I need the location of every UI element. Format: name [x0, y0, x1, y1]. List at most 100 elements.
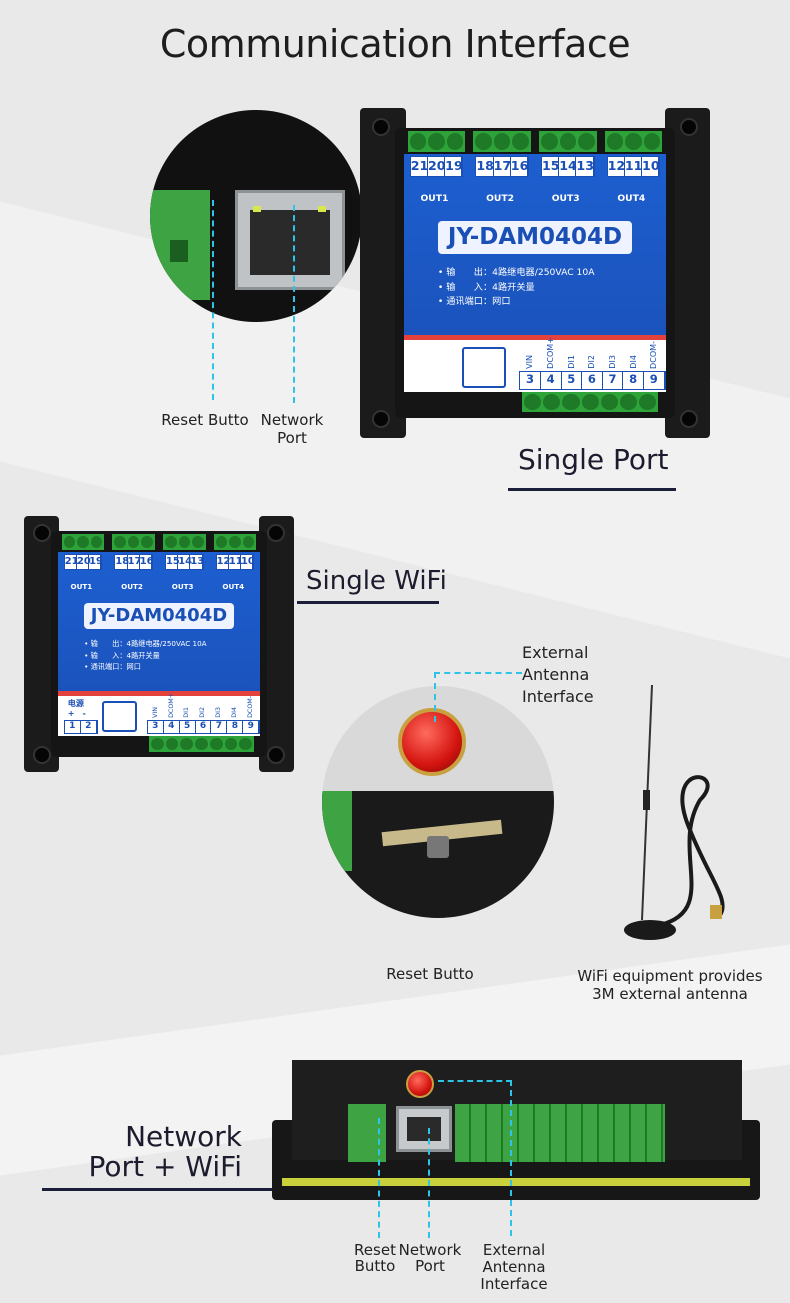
input-pin-label: VIN [525, 354, 535, 369]
page-title: Communication Interface [159, 22, 631, 66]
input-pin-label: DCOM+ [167, 693, 175, 719]
reset-button-label: Reset Butto [161, 411, 249, 429]
spec-line: • 输 出：4路继电器/250VAC 10A [437, 266, 595, 278]
network-pointer-line [293, 205, 295, 403]
power-terminal-number: 2 [81, 720, 97, 734]
reset-pointer-line [212, 200, 214, 400]
output-label: OUT1 [70, 582, 93, 592]
relay-terminal-number: 19 [89, 554, 103, 570]
network-pointer-line [428, 1128, 430, 1238]
input-pin-label: DI3 [215, 707, 223, 719]
single-wifi-heading: Single WiFi [306, 566, 447, 596]
reset-button-label: Reset Butto [354, 1241, 396, 1275]
input-pin-label: DI2 [587, 355, 597, 369]
spec-line: • 通讯端口：网口 [84, 662, 141, 672]
power-label: 电源 [67, 697, 84, 708]
spec-line: • 输 入：4路开关量 [84, 650, 160, 660]
input-terminal-number: 4 [164, 720, 180, 734]
input-terminal-number: 9 [243, 720, 260, 734]
input-terminal-number: 6 [582, 372, 603, 389]
power-minus: - [82, 707, 86, 718]
input-pin-label: DCOM+ [546, 336, 556, 369]
external-antenna-label: External Antenna Interface [480, 1241, 548, 1293]
relay-terminal-number: 11 [229, 554, 243, 570]
output-label: OUT3 [171, 582, 194, 592]
relay-terminal-number: 10 [241, 554, 255, 570]
heading-underline [508, 488, 676, 491]
spec-line: • 输 出：4路继电器/250VAC 10A [84, 639, 207, 649]
model-name: JY-DAM0404D [437, 220, 633, 254]
input-pin-label: DCOM- [247, 696, 255, 719]
external-antenna-image [624, 684, 725, 940]
input-terminal-number: 3 [148, 720, 164, 734]
reset-pointer-line [378, 1118, 380, 1238]
input-terminal-number: 7 [211, 720, 228, 734]
relay-terminal-number: 11 [625, 157, 642, 176]
relay-terminal-number: 12 [608, 157, 625, 176]
input-terminal-number: 5 [180, 720, 196, 734]
heading-underline [42, 1188, 274, 1191]
external-antenna-label: External Antenna Interface [522, 643, 594, 706]
input-terminal-number: 7 [603, 372, 624, 389]
power-terminal-number: 1 [65, 720, 81, 734]
input-terminal-number: 8 [623, 372, 644, 389]
input-terminal-number: 9 [644, 372, 665, 389]
network-port-label: Network Port [398, 1241, 462, 1275]
relay-terminal-number: 16 [140, 554, 154, 570]
output-label: OUT2 [486, 193, 515, 205]
magnified-wifi-module [322, 686, 554, 918]
antenna-pointer-line [438, 1080, 512, 1236]
input-pin-label: DCOM- [649, 340, 659, 369]
network-port-label: Network Port [260, 411, 324, 447]
antenna-connector-icon [398, 708, 466, 776]
ethernet-port-icon [461, 347, 507, 388]
input-terminal-number: 3 [520, 372, 541, 389]
input-terminal-number: 6 [196, 720, 212, 734]
relay-terminal-number: 15 [542, 157, 560, 176]
single-port-heading: Single Port [518, 443, 669, 476]
model-name: JY-DAM0404D [84, 603, 234, 630]
device-side-view [272, 1060, 760, 1200]
magnified-network-port [150, 110, 362, 322]
relay-terminal-number: 14 [178, 554, 192, 570]
input-pin-label: DI3 [607, 355, 617, 369]
input-pin-label: DI1 [183, 707, 191, 719]
ethernet-port-icon [102, 700, 137, 733]
output-label: OUT3 [551, 193, 580, 205]
network-wifi-heading: Network Port + WiFi [88, 1120, 242, 1183]
input-pin-label: DI1 [566, 355, 576, 369]
input-terminal-number: 4 [541, 372, 562, 389]
relay-terminal-number: 13 [576, 157, 594, 176]
spec-line: • 通讯端口：网口 [437, 296, 511, 308]
relay-terminal-number: 17 [494, 157, 511, 176]
relay-terminal-number: 13 [190, 554, 204, 570]
input-pin-label: DI2 [199, 707, 207, 719]
relay-terminal-number: 16 [511, 157, 528, 176]
input-pin-label: DI4 [628, 355, 638, 369]
spec-line: • 输 入：4路开关量 [437, 281, 535, 293]
relay-terminal-number: 10 [642, 157, 660, 176]
antenna-connector-icon [406, 1070, 434, 1098]
input-pin-label: VIN [151, 707, 159, 719]
antenna-pointer-line [434, 672, 522, 722]
input-pin-label: DI4 [231, 707, 239, 719]
relay-terminal-number: 20 [77, 554, 91, 570]
relay-terminal-number: 18 [115, 554, 129, 570]
output-label: OUT4 [617, 193, 646, 205]
input-terminal-number: 5 [562, 372, 583, 389]
relay-terminal-number: 19 [445, 157, 463, 176]
input-terminal-number: 8 [227, 720, 244, 734]
relay-terminal-number: 20 [428, 157, 446, 176]
relay-terminal-number: 21 [411, 157, 428, 176]
heading-underline [297, 601, 439, 604]
power-plus: + [67, 707, 75, 718]
output-label: OUT2 [121, 582, 143, 592]
antenna-note: WiFi equipment provides 3M external ante… [577, 967, 763, 1003]
relay-terminal-number: 14 [559, 157, 577, 176]
relay-terminal-number: 21 [65, 554, 79, 570]
relay-terminal-number: 15 [166, 554, 180, 570]
